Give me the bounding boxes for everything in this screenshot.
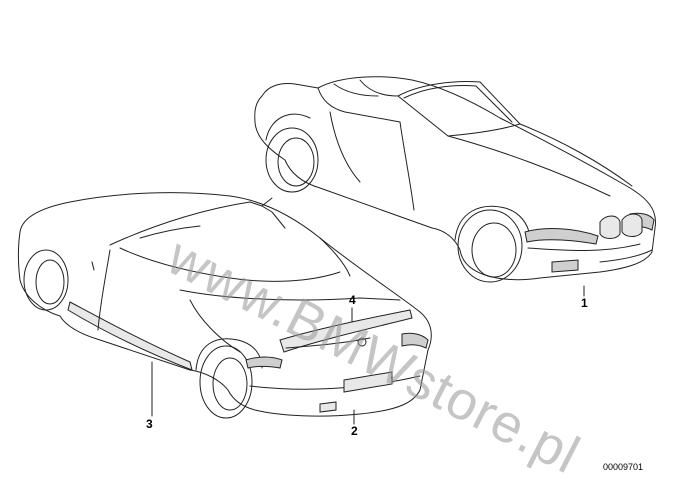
diagram-reference-number: 00009701 — [603, 462, 644, 472]
callout-3: 3 — [146, 417, 153, 431]
leader-lines — [151, 285, 585, 425]
car-front-view — [254, 76, 657, 283]
callout-4: 4 — [349, 293, 356, 307]
callout-2: 2 — [351, 424, 358, 438]
callout-1: 1 — [581, 296, 588, 310]
car-rear-view — [18, 192, 432, 419]
